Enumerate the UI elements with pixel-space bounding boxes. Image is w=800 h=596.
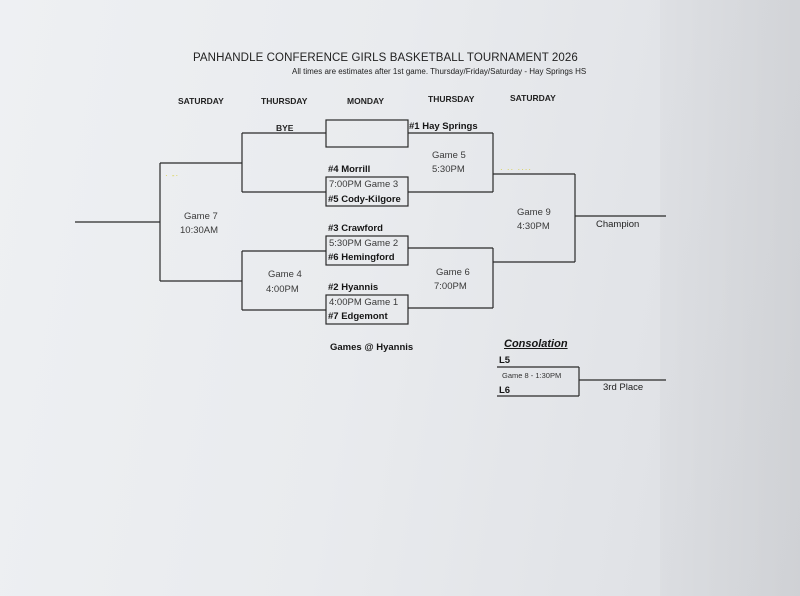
game5-name: Game 5 <box>432 150 466 161</box>
game4-time: 4:00PM <box>266 284 299 295</box>
game4-name: Game 4 <box>268 269 302 280</box>
day-header-4: THURSDAY <box>428 94 475 104</box>
consolation-title: Consolation <box>504 338 568 350</box>
game2-bottom-team: #6 Hemingford <box>328 252 395 263</box>
day-header-3: MONDAY <box>347 96 384 106</box>
game9-name: Game 9 <box>517 207 551 218</box>
game5-time: 5:30PM <box>432 164 465 175</box>
game3-label: 7:00PM Game 3 <box>329 179 399 190</box>
game2-top-team: #3 Crawford <box>328 223 383 234</box>
game2-label: 5:30PM Game 2 <box>329 238 399 249</box>
third-place-label: 3rd Place <box>603 382 644 393</box>
game6-name: Game 6 <box>436 267 470 278</box>
game3-bottom-team: #5 Cody-Kilgore <box>328 194 401 205</box>
highlighter-mark: · ·· ···· <box>500 165 533 174</box>
champion-label: Champion <box>596 219 640 230</box>
game7-name: Game 7 <box>184 211 218 222</box>
consolation-l6: L6 <box>499 385 511 396</box>
paper-shadow <box>660 0 800 596</box>
day-header-1: SATURDAY <box>178 96 224 106</box>
seed1-team: #1 Hay Springs <box>409 121 478 132</box>
game7-time: 10:30AM <box>180 225 219 236</box>
consolation-game: Game 8 - 1:30PM <box>502 371 562 380</box>
game1-top-team: #2 Hyannis <box>328 282 379 293</box>
game6-time: 7:00PM <box>434 281 467 292</box>
page-title: PANHANDLE CONFERENCE GIRLS BASKETBALL TO… <box>193 52 578 64</box>
game9-time: 4:30PM <box>517 221 550 232</box>
day-header-2: THURSDAY <box>261 96 308 106</box>
game1-bottom-team: #7 Edgemont <box>328 311 388 322</box>
day-header-5: SATURDAY <box>510 93 556 103</box>
consolation-l5: L5 <box>499 355 511 366</box>
game3-top-team: #4 Morrill <box>328 164 371 175</box>
venue-note: Games @ Hyannis <box>330 342 414 353</box>
bye-box <box>325 119 409 148</box>
page-subtitle: All times are estimates after 1st game. … <box>292 67 587 76</box>
bye-label: BYE <box>276 123 294 133</box>
highlighter-mark: · -· <box>165 171 180 180</box>
game1-label: 4:00PM Game 1 <box>329 297 399 308</box>
